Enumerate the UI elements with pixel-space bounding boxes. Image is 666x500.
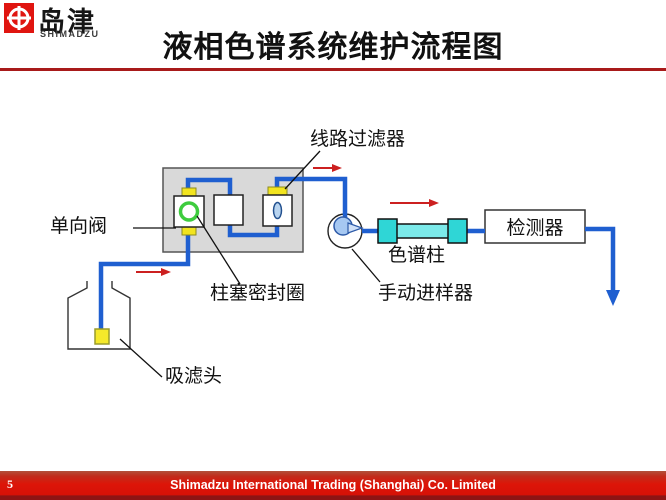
flow-arrow-column-icon	[390, 199, 439, 207]
tubing-detector-to-waste	[585, 226, 616, 291]
pointer-suction-filter	[119, 338, 163, 378]
page-title: 液相色谱系统维护流程图	[162, 31, 504, 64]
brand-name-en: SHIMADZU	[40, 29, 100, 39]
pump-middle-block	[213, 194, 244, 226]
column-tube	[395, 223, 450, 239]
page-number: 5	[7, 477, 13, 491]
detector-rectangle	[484, 209, 586, 244]
manual-injector-label: 手动进样器	[378, 283, 474, 304]
column-left-fitting	[377, 218, 398, 244]
suction-filter-icon	[94, 328, 110, 345]
check-valve-label: 单向阀	[50, 216, 108, 237]
footer-bar	[0, 471, 666, 500]
flow-arrow-bottom-left-icon	[136, 268, 171, 276]
plunger-icon	[272, 201, 283, 220]
pump-head-left	[173, 195, 205, 228]
column-label: 色谱柱	[388, 245, 446, 266]
column-right-fitting	[447, 218, 468, 244]
title-rule	[0, 68, 666, 71]
solvent-reservoir-bottle	[67, 281, 131, 350]
brand-name-cn: 岛津	[38, 7, 96, 37]
detector-label: 检测器	[506, 218, 564, 239]
footer-company: Shimadzu International Trading (Shanghai…	[170, 478, 496, 492]
plunger-seal-ring-icon	[178, 201, 200, 222]
injector-needle-icon	[347, 222, 364, 234]
suction-filter-label: 吸滤头	[165, 366, 223, 387]
pointer-line-filter	[284, 150, 321, 190]
line-filter-label: 线路过滤器	[310, 129, 406, 150]
plunger-seal-label: 柱塞密封圈	[210, 283, 306, 304]
flow-arrow-top-icon	[313, 164, 342, 172]
shimadzu-cross-circle-icon	[4, 3, 34, 33]
pointer-plunger-seal	[196, 215, 241, 285]
waste-arrow-down-icon	[606, 290, 620, 306]
pointer-manual-injector	[351, 248, 381, 283]
